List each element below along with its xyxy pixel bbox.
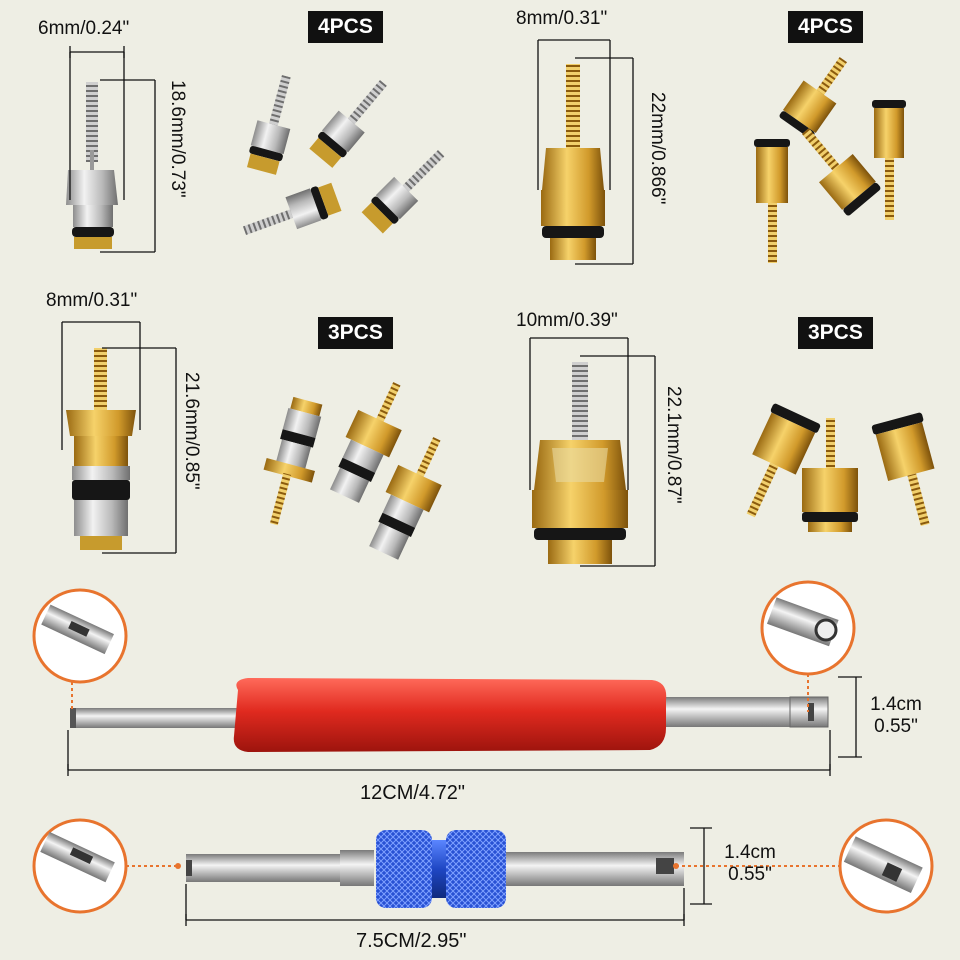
valve-core-c-set-image [263,382,442,560]
valve-core-c-image [66,348,136,550]
core-c-qty-badge: 3PCS [318,317,393,349]
red-tool-diameter-cm: 1.4cm [870,694,922,715]
valve-core-a-image [66,82,118,249]
core-b-dimension-lines [537,39,634,265]
blue-tool-diameter: 1.4cm 0.55" [712,842,788,886]
red-tool-length-label: 12CM/4.72" [360,782,465,804]
red-tool-right-tip-callout [760,580,856,712]
red-tool-dimension-lines [67,676,862,776]
core-c-width-label: 8mm/0.31" [46,290,138,311]
core-b-width-label: 8mm/0.31" [516,8,608,29]
valve-core-d-image [532,362,628,564]
core-b-height-label: 22mm/0.866" [647,92,668,205]
blue-tool-length-label: 7.5CM/2.95" [356,930,467,952]
red-valve-core-tool-image [70,678,829,752]
core-b-qty-badge: 4PCS [788,11,863,43]
core-a-height-label: 18.6mm/0.73" [167,80,188,198]
core-a-width-label: 6mm/0.24" [38,18,130,39]
core-d-dimension-lines [529,337,656,567]
core-a-dimension-lines [69,46,156,253]
red-tool-left-tip-callout [32,588,128,710]
valve-core-a-set-image [242,75,445,235]
core-d-width-label: 10mm/0.39" [516,310,618,331]
blue-tool-dimension-lines [185,827,712,926]
blue-tool-right-tip-callout [673,818,934,914]
valve-core-b-set-image [754,56,906,263]
red-tool-diameter: 1.4cm 0.55" [858,694,934,738]
red-tool-diameter-in: 0.55" [874,716,918,737]
blue-tool-diameter-in: 0.55" [728,864,772,885]
blue-tool-left-tip-callout [32,818,181,914]
core-a-qty-badge: 4PCS [308,11,383,43]
valve-core-b-image [541,64,605,260]
blue-tool-diameter-cm: 1.4cm [724,842,776,863]
valve-core-d-set-image [746,403,935,532]
blue-valve-core-tool-image [186,830,684,908]
core-c-height-label: 21.6mm/0.85" [181,372,202,490]
core-d-height-label: 22.1mm/0.87" [663,386,684,504]
core-d-qty-badge: 3PCS [798,317,873,349]
core-c-dimension-lines [61,321,177,554]
